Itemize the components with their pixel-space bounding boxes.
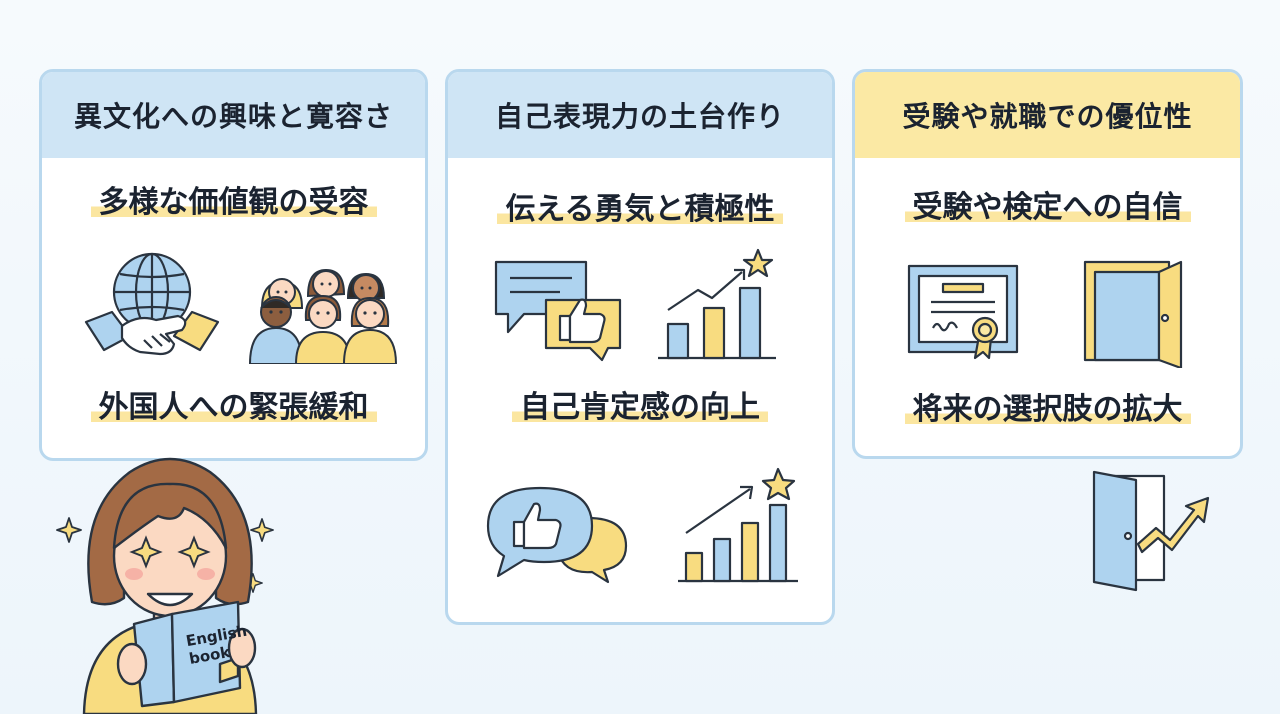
sparkle-icon xyxy=(250,518,274,542)
point-exam-confidence: 受験や検定への自信 xyxy=(855,182,1240,226)
speech-bubbles-thumbs-up-icon xyxy=(494,260,622,362)
speech-bubbles-thumbs-up-icon xyxy=(486,486,628,584)
growth-bar-chart-star-icon xyxy=(658,248,776,360)
point-courage-to-communicate: 伝える勇気と積極性 xyxy=(448,184,832,228)
card-heading: 受験や就職での優位性 xyxy=(855,72,1240,158)
girl-reading-book-icon: Englishbook xyxy=(82,457,258,714)
point-accept-diversity: 多様な価値観の受容 xyxy=(42,177,425,221)
diverse-people-icon xyxy=(248,268,398,364)
card-heading: 自己表現力の土台作り xyxy=(448,72,832,158)
card-heading: 異文化への興味と寛容さ xyxy=(42,72,425,158)
certificate-icon xyxy=(907,264,1019,360)
open-door-icon xyxy=(1083,260,1183,368)
point-reduce-nervousness: 外国人への緊張緩和 xyxy=(42,382,425,426)
card-cross-cultural: 異文化への興味と寛容さ 多様な価値観の受容 xyxy=(39,69,428,461)
growth-bar-chart-star-icon xyxy=(678,467,798,583)
globe-handshake-icon xyxy=(84,252,220,356)
point-expand-options: 将来の選択肢の拡大 xyxy=(855,384,1240,428)
door-growth-arrow-icon xyxy=(1092,470,1210,592)
point-self-esteem: 自己肯定感の向上 xyxy=(448,382,832,426)
sparkle-icon xyxy=(56,517,82,543)
card-self-expression: 自己表現力の土台作り 伝える勇気と積極性 自己肯定感の向上 xyxy=(445,69,835,625)
book-label: Englishbook xyxy=(185,622,252,668)
card-exam-career: 受験や就職での優位性 受験や検定への自信 将来の選択肢の拡大 xyxy=(852,69,1243,459)
